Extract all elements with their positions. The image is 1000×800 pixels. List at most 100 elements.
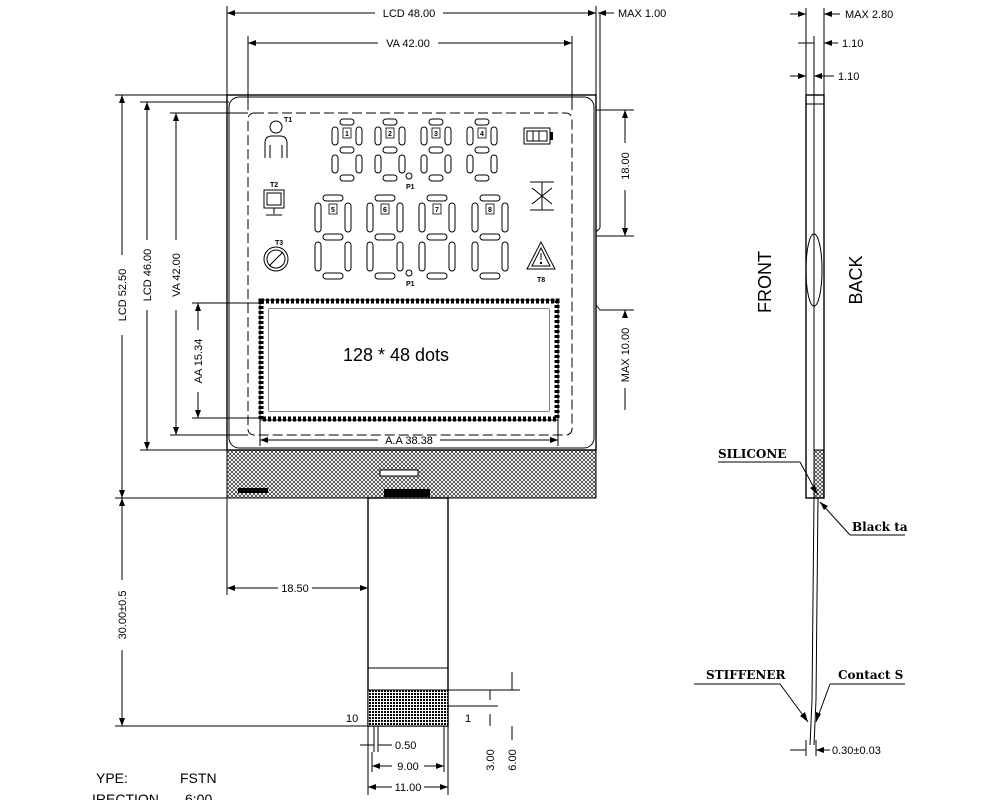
digit-number-box xyxy=(477,127,487,139)
digit-segment xyxy=(382,174,398,182)
digit-segment xyxy=(490,126,498,146)
digit-number-box xyxy=(380,203,390,215)
pitch-text: 0.50 xyxy=(395,740,416,752)
pin-span-text: 9.00 xyxy=(397,761,418,773)
digit-segment xyxy=(322,233,344,241)
decimal-point-top xyxy=(405,172,413,180)
digit-segment xyxy=(479,272,501,280)
digit-segment xyxy=(396,241,404,272)
digit-segment xyxy=(322,272,344,280)
digit-segment xyxy=(479,194,501,202)
digit-segment xyxy=(448,241,456,272)
point-label-bottom: P1 xyxy=(406,281,415,288)
digit-segment xyxy=(331,154,339,174)
digit-segment xyxy=(471,241,479,272)
aa-width-text: A.A 38.38 xyxy=(385,435,433,447)
digit-segment xyxy=(344,202,352,233)
digit-number: 1 xyxy=(345,131,349,138)
digit-segment xyxy=(398,154,406,174)
tail-offset-dimension: 18.50 xyxy=(226,498,368,595)
digit-number: 8 xyxy=(488,207,492,214)
digit-segment xyxy=(366,241,374,272)
digit-segment xyxy=(314,241,322,272)
digit-segment xyxy=(331,126,339,146)
bottom-digit-4: 8 xyxy=(471,194,509,280)
digit-segment xyxy=(420,154,428,174)
digit-segment xyxy=(426,194,448,202)
digit-segment xyxy=(344,241,352,272)
side-dim-2-text: 1.10 xyxy=(838,71,859,83)
va-width-dimension: VA 42.00 xyxy=(247,36,573,110)
fpc-tail xyxy=(367,497,449,727)
antenna-icon xyxy=(530,181,554,211)
max-top-dimension: MAX 1.00 xyxy=(598,8,666,20)
icon-label-t3: T3 xyxy=(275,240,283,247)
digit-segment xyxy=(490,154,498,174)
digit-segment xyxy=(339,118,355,126)
tail-width-dimension: 11.00 xyxy=(367,726,449,795)
seal-strip xyxy=(226,449,597,499)
right-18-text: 18.00 xyxy=(620,152,632,180)
side-view: MAX 2.80 1.10 1.10 0.30±0.03 xyxy=(790,8,893,757)
lcd-height-text: LCD 52.50 xyxy=(117,269,129,322)
digit-segment xyxy=(466,154,474,174)
black-tape-label: Black ta xyxy=(852,520,908,534)
digit-number: 3 xyxy=(434,131,438,138)
side-bottom-text: 0.30±0.03 xyxy=(832,745,881,757)
front-label: FRONT xyxy=(755,251,775,313)
digit-number-box xyxy=(485,203,495,215)
dim-3-text: 3.00 xyxy=(485,749,497,770)
pin-span-dimension: 9.00 xyxy=(371,726,445,773)
dots-label: 128 * 48 dots xyxy=(343,345,449,365)
lcd-inner-height-text: LCD 46.00 xyxy=(142,249,154,302)
person-icon xyxy=(264,120,288,158)
digit-segment xyxy=(322,194,344,202)
digit-segment xyxy=(374,154,382,174)
digit-segment xyxy=(466,126,474,146)
pitch-dimension: 0.50 xyxy=(360,726,416,752)
max-10-text: MAX 10.00 xyxy=(620,328,632,382)
digit-segment xyxy=(474,146,490,154)
top-digit-2: 2 xyxy=(374,118,406,182)
digit-segment xyxy=(374,272,396,280)
digit-segment xyxy=(426,272,448,280)
tail-width-text: 11.00 xyxy=(395,782,422,794)
digit-segment xyxy=(418,202,426,233)
va-height-dimension: VA 42.00 xyxy=(170,112,248,436)
pin-label-right: 1 xyxy=(465,713,471,725)
top-digit-row: 1 2 3 4 xyxy=(331,118,498,182)
top-digit-1: 1 xyxy=(331,118,363,182)
type-value: FSTN xyxy=(180,770,217,786)
icon-label-t8: T8 xyxy=(537,277,545,284)
lcd-inner-height-dimension: LCD 46.00 xyxy=(140,101,229,451)
digit-number: 4 xyxy=(480,131,484,138)
side-dim-1-text: 1.10 xyxy=(842,38,863,50)
digit-number-box xyxy=(431,127,441,139)
icon-label-t1: T1 xyxy=(284,117,292,124)
direction-value: 6:00 xyxy=(185,791,212,800)
tail-length-dimension: 30.00±0.5 xyxy=(115,498,368,727)
digit-number-box xyxy=(328,203,338,215)
digit-segment xyxy=(396,202,404,233)
digit-segment xyxy=(474,174,490,182)
digit-segment xyxy=(418,241,426,272)
va-height-text: VA 42.00 xyxy=(171,253,183,297)
tail-offset-text: 18.50 xyxy=(281,583,309,595)
aa-height-text: AA 15.34 xyxy=(193,339,205,384)
top-digit-4: 4 xyxy=(466,118,498,182)
warning-triangle-icon xyxy=(526,240,556,270)
contact-label: Contact S xyxy=(838,668,903,682)
viewing-area-outline xyxy=(247,112,573,436)
digit-segment xyxy=(479,233,501,241)
right-18-dimension: 18.00 xyxy=(596,109,634,237)
digit-segment xyxy=(420,126,428,146)
direction-label: IRECTION xyxy=(92,791,159,800)
bottom-digit-3: 7 xyxy=(418,194,456,280)
digit-segment xyxy=(339,146,355,154)
digit-segment xyxy=(501,241,509,272)
computer-icon xyxy=(263,189,285,216)
digit-segment xyxy=(444,126,452,146)
digit-segment xyxy=(426,233,448,241)
